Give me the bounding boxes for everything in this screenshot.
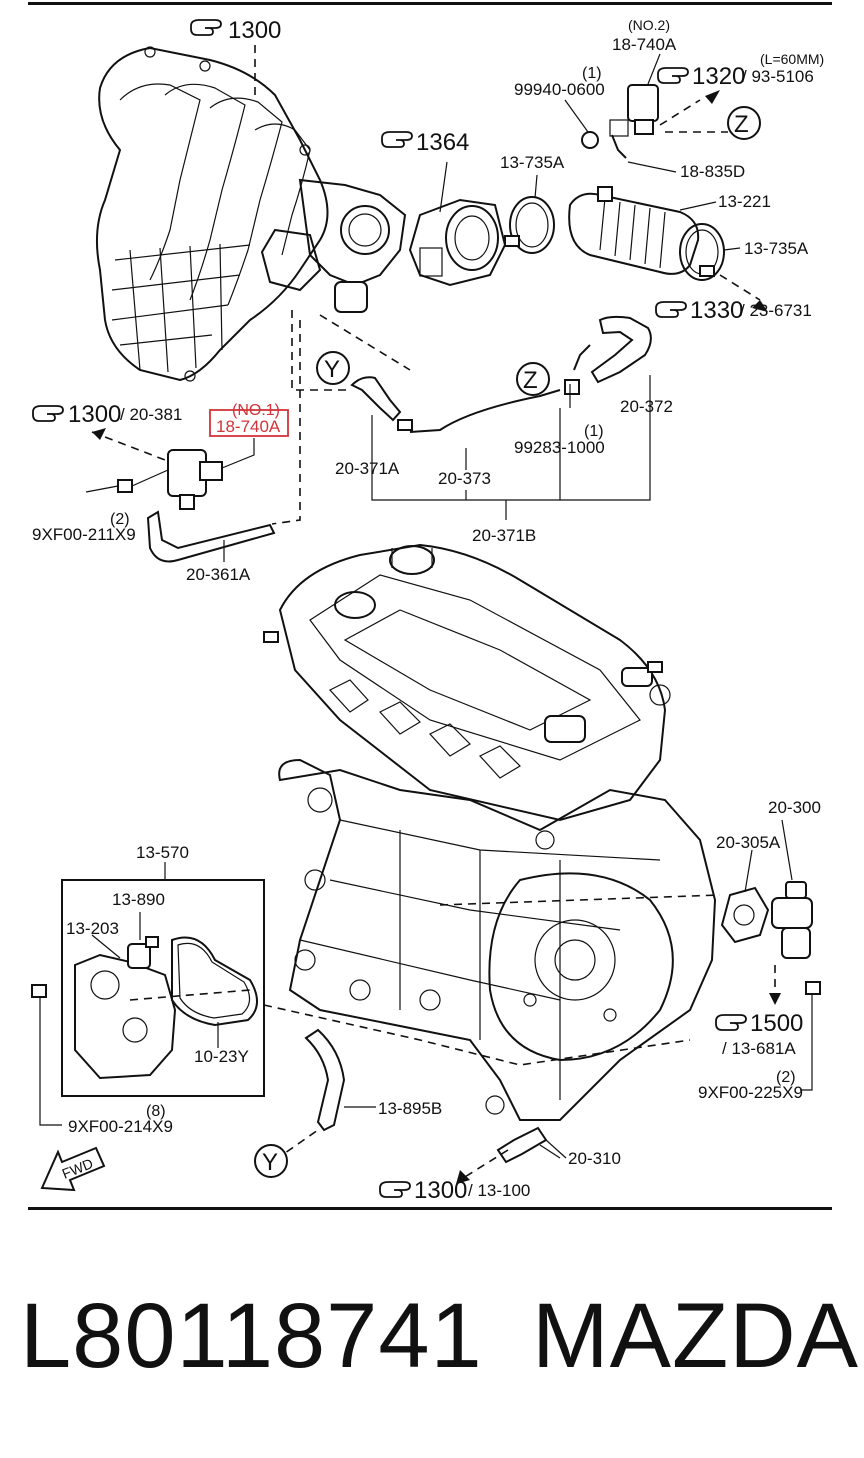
pointing-hand-icon bbox=[32, 405, 64, 422]
callout-y-top: Y bbox=[324, 356, 340, 383]
label-20-300: 20-300 bbox=[768, 798, 821, 817]
label-93-5106: / 93-5106 bbox=[742, 67, 814, 86]
callout-z-mid: Z bbox=[523, 367, 538, 394]
label-20-310: 20-310 bbox=[568, 1149, 621, 1168]
pointing-hand-icon bbox=[190, 19, 222, 36]
qty-9xf00-214: (8) bbox=[146, 1103, 166, 1120]
highlight-box bbox=[209, 409, 289, 437]
label-13-735a-right: 13-735A bbox=[744, 239, 809, 258]
ref-1330: 1330 bbox=[690, 297, 743, 324]
pointing-hand-icon bbox=[715, 1014, 747, 1031]
pointing-hand-icon bbox=[655, 301, 687, 318]
label-10-23y: 10-23Y bbox=[194, 1047, 249, 1066]
label-13-221: 13-221 bbox=[718, 192, 771, 211]
ref-1300-top: 1300 bbox=[228, 17, 281, 44]
label-20-361a: 20-361A bbox=[186, 565, 251, 584]
hose-clamp-right bbox=[679, 223, 725, 281]
pointing-hand-icon bbox=[379, 1181, 411, 1198]
vacuum-hoses bbox=[350, 315, 652, 433]
label-20-373: 20-373 bbox=[438, 469, 491, 488]
label-20-371b: 20-371B bbox=[472, 526, 536, 545]
intake-manifold bbox=[96, 46, 329, 382]
qty-99940: (1) bbox=[582, 65, 602, 82]
arrow-heads bbox=[92, 90, 781, 1184]
solenoid-valve-no1 bbox=[117, 449, 223, 510]
label-no2: (NO.2) bbox=[628, 17, 670, 33]
label-9xf00-214x9: 9XF00-214X9 bbox=[68, 1117, 173, 1136]
engine-block bbox=[263, 543, 717, 1121]
label-13-203: 13-203 bbox=[66, 919, 119, 938]
cover-assembly-box bbox=[31, 879, 265, 1097]
label-13-735a-left: 13-735A bbox=[500, 153, 565, 172]
label-99940-0600: 99940-0600 bbox=[514, 80, 605, 99]
bottom-rule bbox=[28, 1207, 832, 1210]
leader-lines-lower bbox=[39, 819, 813, 1159]
callout-y-bottom: Y bbox=[262, 1149, 278, 1176]
pointing-hand-icon bbox=[657, 67, 689, 84]
label-18-740a-top: 18-740A bbox=[612, 35, 677, 54]
label-13-100: / 13-100 bbox=[468, 1181, 530, 1200]
throttle-body bbox=[408, 198, 507, 287]
part-labels: 1300 1364 (NO.2) 18-740A (L=60MM) 1320 /… bbox=[32, 17, 824, 1204]
leader-lines-top bbox=[85, 53, 741, 562]
solenoid-valve-no2 bbox=[581, 84, 659, 159]
label-18-740a-highlighted: 18-740A bbox=[216, 417, 281, 436]
sensor-20-300 bbox=[720, 881, 821, 995]
label-20-305a: 20-305A bbox=[716, 833, 781, 852]
label-20-372: 20-372 bbox=[620, 397, 673, 416]
fwd-arrow-icon: FWD bbox=[40, 1146, 106, 1192]
label-23-6731: / 23-6731 bbox=[740, 301, 812, 320]
label-18-835d: 18-835D bbox=[680, 162, 745, 181]
qty-9xf00-211: (2) bbox=[110, 511, 130, 528]
label-13-890: 13-890 bbox=[112, 890, 165, 909]
qty-9xf00-225: (2) bbox=[776, 1069, 796, 1086]
hose-20-361a bbox=[146, 510, 276, 563]
brand-name: MAZDA bbox=[532, 1285, 859, 1387]
label-20-371a: 20-371A bbox=[335, 459, 400, 478]
ref-1500: 1500 bbox=[750, 1010, 803, 1037]
label-20-381: / 20-381 bbox=[120, 405, 182, 424]
label-l60: (L=60MM) bbox=[760, 51, 824, 67]
top-rule bbox=[28, 2, 832, 5]
qty-99283: (1) bbox=[584, 423, 604, 440]
label-9xf00-211x9: 9XF00-211X9 bbox=[32, 525, 136, 544]
callout-circles bbox=[254, 106, 761, 1178]
air-intake-duct bbox=[568, 186, 700, 275]
label-99283-1000: 99283-1000 bbox=[514, 438, 605, 457]
callout-z-top: Z bbox=[734, 111, 749, 138]
manifold-flange bbox=[260, 178, 407, 313]
sensor-20-310 bbox=[496, 1126, 567, 1164]
label-9xf00-225x9: 9XF00-225X9 bbox=[698, 1083, 803, 1102]
ref-1320: 1320 bbox=[692, 63, 745, 90]
ref-1300-left: 1300 bbox=[68, 401, 121, 428]
ref-1300-bottom: 1300 bbox=[414, 1177, 467, 1204]
hose-13-895b bbox=[304, 1028, 346, 1132]
dashed-leaders-top bbox=[91, 45, 761, 525]
hose-clamp-left bbox=[504, 196, 555, 254]
label-13-895b: 13-895B bbox=[378, 1099, 442, 1118]
part-number: L80118741 bbox=[20, 1285, 483, 1387]
label-13-570: 13-570 bbox=[136, 843, 189, 862]
pointing-hand-icon bbox=[381, 131, 413, 148]
label-13-681a: / 13-681A bbox=[722, 1039, 796, 1058]
ref-1364: 1364 bbox=[416, 129, 469, 156]
